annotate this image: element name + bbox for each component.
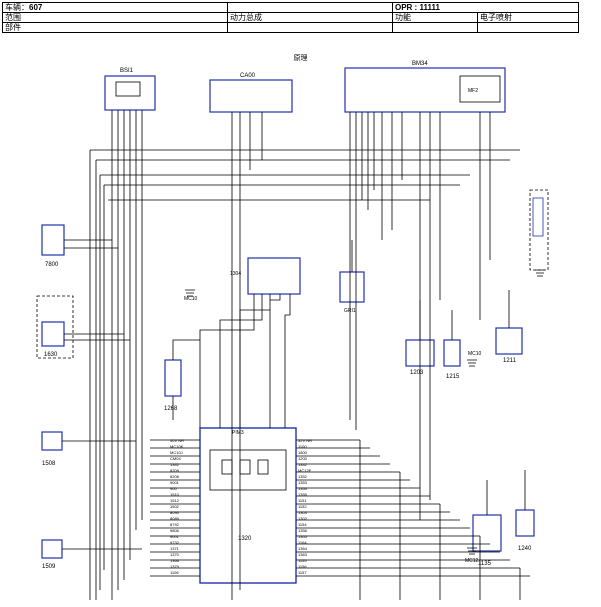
label-7800: 7800 (45, 262, 59, 268)
ecu-left-pin-label: 1342 (170, 462, 180, 467)
ecu-left-pin-label: 9806 (170, 528, 180, 533)
ecu-left-pin-label: 1106 (170, 570, 179, 575)
ecu-left-pin-label: 40V NR (170, 438, 184, 443)
ecu-left-pin-label: 9001 (170, 480, 180, 485)
ecu-left-pin-label: 8090 (170, 510, 180, 515)
ca00-box (209, 79, 293, 113)
ecu-right-pin-label: 1152 (298, 504, 307, 509)
ecu-right-pin-label: 1154 (298, 522, 307, 527)
label-bm34-pin: MF2 (468, 88, 478, 94)
ecu-right-pin-label: 1157 (298, 570, 307, 575)
bm34-box (344, 67, 506, 113)
ecu-right-pin-label: 1305 (298, 534, 308, 539)
ecu-left-pin-label: 900 (170, 486, 177, 491)
label-1630: 1630 (44, 352, 58, 358)
ecu-left-pins: 40V NRMC10KMC10JCM0413428209820890019001… (170, 438, 184, 575)
label-ca00: CA00 (240, 73, 256, 79)
ecu-left-pin-label: MC10J (170, 450, 183, 455)
ecu-left-pin-label: 8792 (170, 522, 180, 527)
label-1203: 1203 (410, 370, 424, 376)
ecu-right-pin-label: 1164 (298, 540, 307, 545)
ecu-left-pin-label: 8208 (170, 474, 180, 479)
ecu-right-pin-label: 1353 (298, 480, 308, 485)
label-bm34: BM34 (412, 61, 428, 67)
ecu-right-pin-label: 1342 (298, 462, 308, 467)
ecu-right-pin-label: 1200 (298, 456, 308, 461)
ecu-right-pin-label: 1354 (298, 486, 308, 491)
ecu-left-pin-label: CM04 (170, 456, 181, 461)
ecu-left-pin-label: 1510 (170, 492, 180, 497)
label-1268: 1268 (164, 406, 178, 412)
ecu-right-pin-label: 1100 (298, 444, 307, 449)
label-1509: 1509 (42, 564, 56, 570)
label-1135: 1135 (478, 561, 492, 567)
ecu-right-pin-label: 1355 (298, 492, 308, 497)
label-1240: 1240 (518, 546, 532, 552)
ecu-left-pin-label: 1370 (170, 552, 180, 557)
ecu-left-pin-label: 1366 (170, 558, 180, 563)
ecu-right-pins: 32V NR1100180012001342MC12E1352135313541… (298, 438, 312, 575)
label-mc10a: MC10 (184, 296, 198, 302)
ecu-box (199, 427, 297, 584)
bsi-box (104, 75, 156, 111)
ecu-left-pin-label: 9001 (170, 534, 180, 539)
label-1304: 1304 (230, 271, 241, 277)
label-1215: 1215 (446, 374, 460, 380)
ecu-left-pin-label: 1371 (170, 546, 180, 551)
ecu-right-pin-label: 1156 (298, 564, 307, 569)
ecu-right-pin-label: 1352 (298, 474, 308, 479)
ecu-left-pin-label: 8089 (170, 516, 180, 521)
ecu-right-pin-label: 1151 (298, 498, 307, 503)
ecu-left-pin-label: 8209 (170, 468, 180, 473)
label-gri1: GRI1 (344, 308, 356, 314)
ecu-right-pin-label: 1302 (298, 516, 308, 521)
label-bsi: BSI1 (120, 68, 134, 74)
ecu-left-pin-label: 1379 (170, 564, 180, 569)
ecu-right-pin-label: MC12E (298, 468, 312, 473)
ecu-right-pin-label: 1800 (298, 450, 308, 455)
label-1508: 1508 (42, 461, 56, 467)
label-mc12: MC12 (465, 558, 479, 564)
ecu-right-pin-label: 1356 (298, 528, 308, 533)
label-1211: 1211 (503, 358, 517, 364)
ecu-right-pin-label: 1364 (298, 546, 308, 551)
ecu-right-pin-label: 32V NR (298, 438, 312, 443)
label-mc10b: MC10 (468, 351, 482, 357)
ecu-left-pin-label: 1512 (170, 498, 180, 503)
label-1320: 1320 (238, 536, 252, 542)
diagram-caption: 原理 (293, 55, 308, 62)
ecu-left-pin-label: 9732 (170, 540, 180, 545)
label-ecu-top: PIM3 (232, 430, 244, 436)
ecu-right-pin-label: 1155 (298, 558, 307, 563)
ecu-right-pin-label: 1363 (298, 552, 308, 557)
ecu-left-pin-label: MC10K (170, 444, 184, 449)
ecu-left-pin-label: 1502 (170, 504, 180, 509)
ecu-right-pin-label: 1303 (298, 510, 308, 515)
header-table: 车辆：607 OPR : 11111 范围 动力总成 功能 电子喷射 部件 (2, 2, 579, 33)
